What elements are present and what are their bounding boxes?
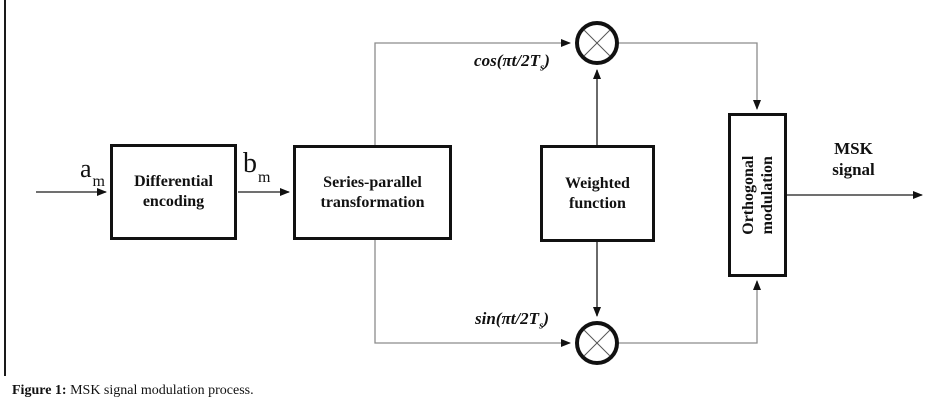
output-signal-label: MSK signal [806, 138, 901, 181]
encoded-signal-label: bm [243, 148, 271, 186]
block-weighted-function-label: Weighted function [565, 174, 630, 212]
sin-carrier-label: sin(πt/2Ts) [474, 309, 550, 332]
figure-caption-text: MSK signal modulation process. [66, 383, 254, 398]
block-orthogonal-modulation: Orthogonal modulation [728, 113, 787, 277]
input-signal-label: am [80, 154, 105, 191]
output-signal-line2: signal [832, 160, 875, 180]
block-weighted-function: Weighted function [540, 145, 655, 242]
block-series-parallel-label: Series-parallel transformation [320, 173, 425, 211]
cos-carrier-label: cos(πt/2Ts) [474, 51, 550, 74]
multiplier-icon-bottom [575, 321, 619, 365]
connector-lines [374, 39, 761, 347]
signal-arrows [36, 69, 923, 317]
block-differential-encoding-label: Differential encoding [134, 173, 213, 210]
block-orthogonal-modulation-label: Orthogonal modulation [739, 155, 776, 235]
figure-caption: Figure 1: MSK signal modulation process. [12, 383, 254, 399]
multiplier-icon-top [575, 21, 619, 65]
block-differential-encoding: Differential encoding [110, 144, 237, 240]
left-margin-rule [4, 0, 6, 376]
output-signal-line1: MSK [834, 139, 873, 158]
block-series-parallel-transformation: Series-parallel transformation [293, 145, 452, 240]
figure-caption-number: Figure 1: [12, 383, 67, 398]
